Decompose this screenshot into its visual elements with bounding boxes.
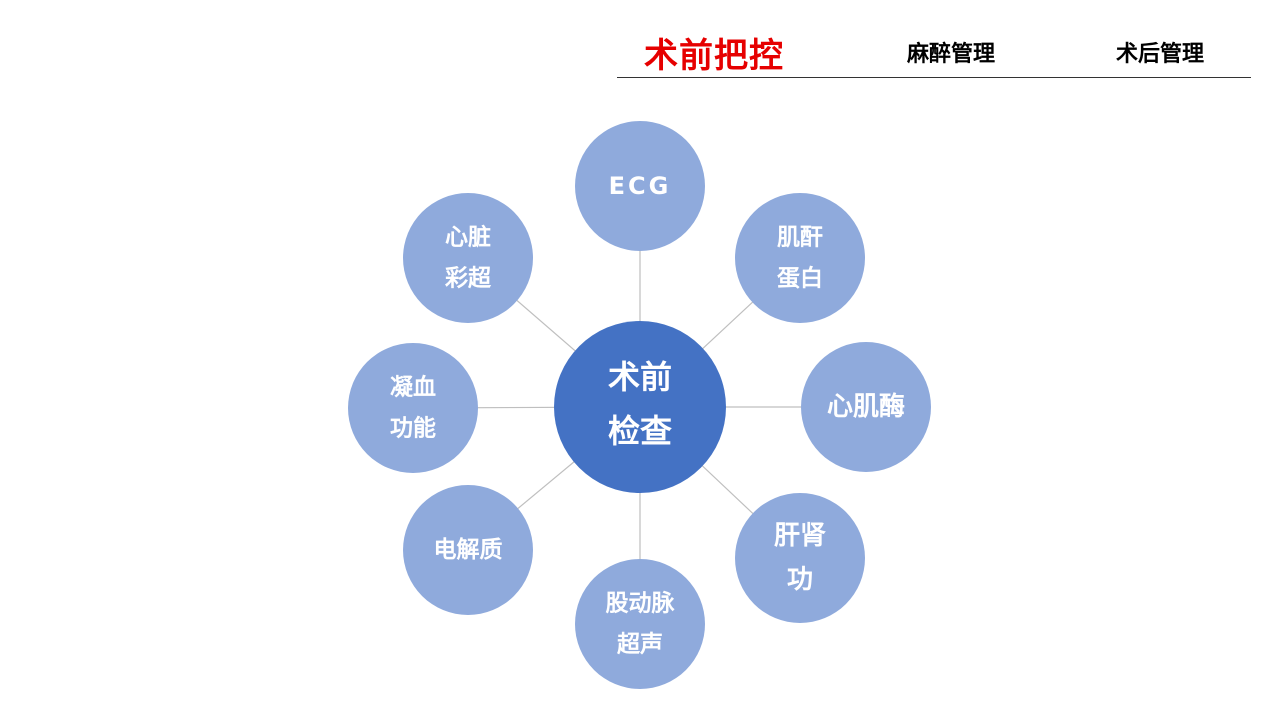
node-liver-kidney[interactable]: 肝肾功 <box>735 493 865 623</box>
node-coagulation-line-2: 功能 <box>390 415 436 442</box>
node-echocardiography-line-1: 心脏 <box>445 224 491 251</box>
node-myocardial-enzyme-line-1: 心肌酶 <box>827 392 905 422</box>
node-creatinine-line-1: 肌酐 <box>777 225 823 251</box>
node-liver-kidney-circle <box>735 493 865 623</box>
node-electrolyte-circle <box>403 485 533 615</box>
node-coagulation-line-1: 凝血 <box>390 374 436 401</box>
tab-preoperative-control[interactable]: 术前把控 <box>644 36 784 76</box>
node-ecg-circle <box>575 121 705 251</box>
node-femoral-ultrasound-line-2: 超声 <box>617 632 663 658</box>
node-electrolyte[interactable]: 电解质 <box>403 485 533 615</box>
center-node-circle <box>554 321 726 493</box>
node-liver-kidney-line-1: 肝肾 <box>774 521 826 551</box>
node-coagulation-circle <box>348 343 478 473</box>
node-liver-kidney-line-2: 功 <box>787 565 813 595</box>
tab-underline <box>617 77 1251 78</box>
node-creatinine-circle <box>735 193 865 323</box>
tab-anesthesia-management[interactable]: 麻醉管理 <box>907 42 996 67</box>
node-echocardiography-circle <box>403 193 533 323</box>
node-femoral-ultrasound-line-1: 股动脉 <box>606 591 676 617</box>
node-myocardial-enzyme[interactable]: 心肌酶 <box>801 342 931 472</box>
center-node-line-1: 术前 <box>608 358 672 396</box>
center-node-line-2: 检查 <box>608 412 672 450</box>
node-echocardiography-line-2: 彩超 <box>444 266 492 292</box>
node-ecg[interactable]: ECG <box>575 121 705 251</box>
node-ecg-line-1: ECG <box>609 172 672 200</box>
node-electrolyte-line-1: 电解质 <box>434 536 503 563</box>
tab-postoperative-management[interactable]: 术后管理 <box>1116 42 1205 67</box>
node-myocardial-enzyme-circle <box>801 342 931 472</box>
node-creatinine-line-2: 蛋白 <box>777 265 823 292</box>
node-femoral-ultrasound-circle <box>575 559 705 689</box>
